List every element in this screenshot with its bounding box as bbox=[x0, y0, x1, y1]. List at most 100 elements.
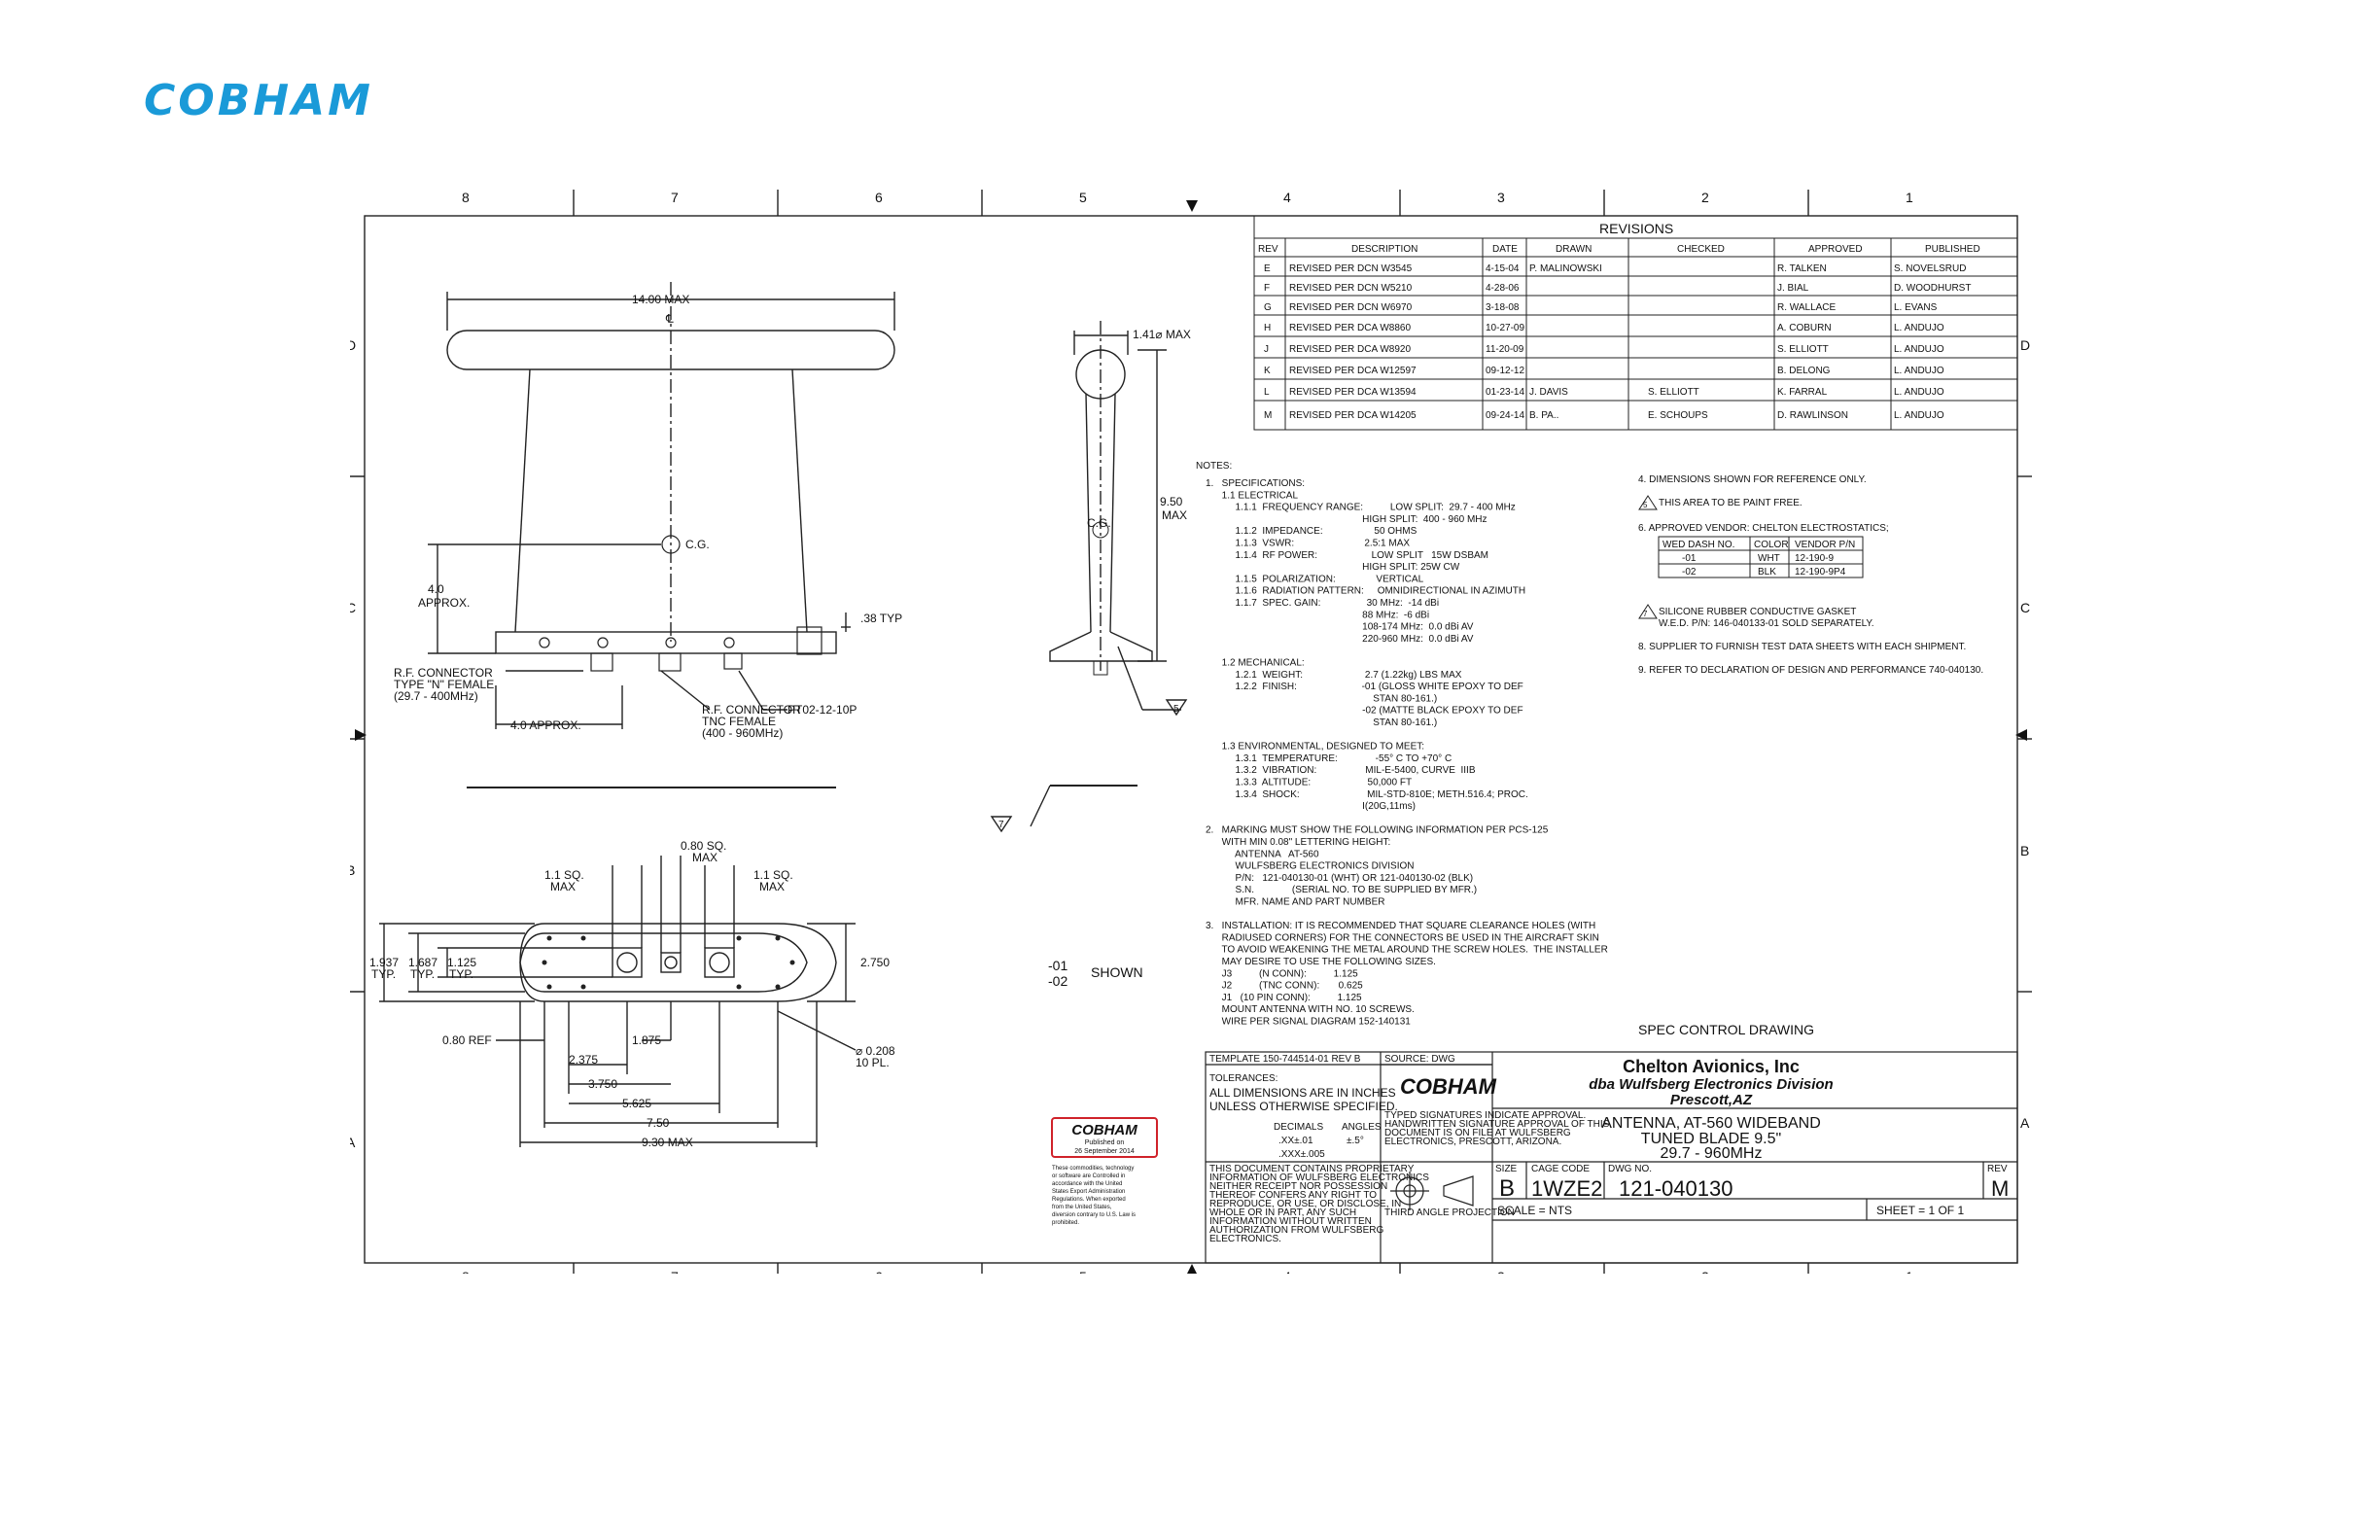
note-line: MFR. NAME AND PART NUMBER bbox=[1206, 897, 1384, 908]
signature-line: ELECTRONICS, PRESCOTT, ARIZONA. bbox=[1384, 1137, 1561, 1147]
zone-col-3: 3 bbox=[1497, 190, 1505, 205]
drawing-title-3: 29.7 - 960MHz bbox=[1661, 1145, 1763, 1162]
revision-cell: M bbox=[1264, 410, 1272, 421]
note-line: P/N: 121-040130-01 (WHT) OR 121-040130-0… bbox=[1206, 873, 1473, 884]
revision-cell: 3-18-08 bbox=[1486, 302, 1520, 313]
revision-cell: REVISED PER DCN W5210 bbox=[1289, 283, 1413, 294]
revision-cell: R. WALLACE bbox=[1777, 302, 1837, 313]
note-line: S.N. (SERIAL NO. TO BE SUPPLIED BY MFR.) bbox=[1206, 885, 1477, 895]
note-5: THIS AREA TO BE PAINT FREE. bbox=[1659, 498, 1802, 508]
revision-cell: L. ANDUJO bbox=[1894, 323, 1944, 333]
note-line: TO AVOID WEAKENING THE METAL AROUND THE … bbox=[1206, 945, 1608, 956]
note-line: 1.3.2 VIBRATION: MIL-E-5400, CURVE IIIB bbox=[1206, 765, 1476, 776]
zone-col-4-bottom: 4 bbox=[1283, 1269, 1291, 1274]
revision-cell: K. FARRAL bbox=[1777, 387, 1828, 398]
dim-1125: 1.125 bbox=[447, 956, 476, 969]
revision-cell: R. TALKEN bbox=[1777, 263, 1827, 274]
title-block-logo: COBHAM bbox=[1400, 1074, 1497, 1099]
dim-diameter: 1.41⌀ MAX bbox=[1133, 328, 1191, 341]
revision-cell: L. EVANS bbox=[1894, 302, 1938, 313]
rf-connector-n-range: (29.7 - 400MHz) bbox=[394, 689, 478, 703]
cage-value: 1WZE2 bbox=[1531, 1176, 1602, 1201]
title-block: SPEC CONTROL DRAWING TEMPLATE 150-744514… bbox=[1205, 1022, 2018, 1264]
revisions-table: REVISIONS REV DESCRIPTION DATE DRAWN CHE… bbox=[1253, 215, 2018, 431]
stamp-line: prohibited. bbox=[1052, 1220, 1079, 1226]
tol-xxx: .XXX±.005 bbox=[1278, 1149, 1325, 1160]
revision-cell: B. DELONG bbox=[1777, 366, 1831, 376]
note-line: 1. SPECIFICATIONS: bbox=[1206, 478, 1305, 489]
dwg-number: 121-040130 bbox=[1619, 1176, 1732, 1201]
note-line: STAN 80-161.) bbox=[1206, 718, 1437, 728]
revision-cell: 4-15-04 bbox=[1486, 263, 1520, 274]
note-line: STAN 80-161.) bbox=[1206, 693, 1437, 704]
note-line: 1.1.1 FREQUENCY RANGE: LOW SPLIT: 29.7 -… bbox=[1206, 503, 1516, 513]
rf-connector-n-label: R.F. CONNECTOR bbox=[394, 666, 493, 680]
dim-1687: 1.687 bbox=[408, 956, 438, 969]
typ-3: TYP. bbox=[449, 967, 473, 981]
zone-row-b: B bbox=[350, 862, 355, 878]
note-line: I(20G,11ms) bbox=[1206, 801, 1416, 812]
revision-cell: E. SCHOUPS bbox=[1648, 410, 1708, 421]
note-flag-7: 7 bbox=[998, 820, 1004, 830]
zone-col-1-bottom: 1 bbox=[1906, 1269, 1913, 1274]
revision-cell: L bbox=[1264, 387, 1270, 398]
dim-750: 7.50 bbox=[647, 1116, 670, 1130]
note-line: 1.1.2 IMPEDANCE: 50 OHMS bbox=[1206, 526, 1418, 537]
revision-cell: S. ELLIOTT bbox=[1777, 344, 1829, 355]
template-number: TEMPLATE 150-744514-01 REV B bbox=[1209, 1054, 1361, 1065]
vendor-row-1-dash: -01 bbox=[1682, 553, 1697, 564]
vendor-row-2-color: BLK bbox=[1758, 567, 1776, 578]
tolerances-units: ALL DIMENSIONS ARE IN INCHES bbox=[1209, 1086, 1396, 1100]
dim-sq080-max: MAX bbox=[692, 851, 718, 864]
tolerances-title: TOLERANCES: bbox=[1209, 1073, 1278, 1084]
proprietary-line: AUTHORIZATION FROM WULFSBERG bbox=[1209, 1225, 1383, 1236]
rev-col-date: DATE bbox=[1492, 244, 1518, 255]
revision-cell: G bbox=[1264, 302, 1272, 313]
note-line: MOUNT ANTENNA WITH NO. 10 SCREWS. bbox=[1206, 1004, 1415, 1015]
note-line: 1.1.7 SPEC. GAIN: 30 MHz: -14 dBi bbox=[1206, 598, 1439, 609]
stamp-line: These commodities, technology bbox=[1052, 1166, 1134, 1172]
revision-cell: J bbox=[1264, 344, 1269, 355]
stamp-line: accordance with the United bbox=[1052, 1181, 1122, 1187]
note-line: WITH MIN 0.08" LETTERING HEIGHT: bbox=[1206, 837, 1390, 848]
company-name: Chelton Avionics, Inc bbox=[1623, 1057, 1800, 1076]
revision-cell: K bbox=[1264, 366, 1271, 376]
drawing-title-2: TUNED BLADE 9.5" bbox=[1641, 1131, 1781, 1147]
bottom-view: 0.80 SQ. MAX 1.1 SQ. MAX 1.1 SQ. MAX 1.9… bbox=[369, 839, 1143, 1149]
dim-2750: 2.750 bbox=[860, 956, 890, 969]
note-line: 1.3.4 SHOCK: MIL-STD-810E; METH.516.4; P… bbox=[1206, 789, 1528, 800]
size-value: B bbox=[1499, 1175, 1515, 1202]
proprietary-line: THEREOF CONFERS ANY RIGHT TO bbox=[1209, 1190, 1377, 1201]
centerline-mark: ℄ bbox=[665, 312, 674, 326]
revision-cell: 01-23-14 bbox=[1486, 387, 1524, 398]
zone-col-4: 4 bbox=[1283, 190, 1291, 205]
dim-1937: 1.937 bbox=[369, 956, 399, 969]
dim-sq11-right: 1.1 SQ. bbox=[753, 868, 793, 882]
cg-symbol bbox=[661, 535, 681, 554]
note-line: J2 (TNC CONN): 0.625 bbox=[1206, 981, 1363, 992]
zone-row-d: D bbox=[350, 337, 356, 353]
note-line: 2. MARKING MUST SHOW THE FOLLOWING INFOR… bbox=[1206, 825, 1549, 836]
dim-height: 4.0 bbox=[428, 582, 444, 596]
note-line: 1.1.3 VSWR: 2.5:1 MAX bbox=[1206, 539, 1410, 549]
revision-cell: REVISED PER DCN W6970 bbox=[1289, 302, 1413, 313]
dim-sq080: 0.80 SQ. bbox=[681, 839, 726, 853]
dim-height-note: APPROX. bbox=[418, 596, 470, 610]
cage-label: CAGE CODE bbox=[1531, 1164, 1590, 1174]
note-line: 108-174 MHz: 0.0 dBi AV bbox=[1206, 622, 1474, 633]
dim-side-height: 9.50 bbox=[1160, 495, 1183, 508]
dim-930: 9.30 MAX bbox=[642, 1136, 693, 1149]
zone-col-2: 2 bbox=[1701, 190, 1709, 205]
rev-col-checked: CHECKED bbox=[1677, 244, 1725, 255]
zone-row-a-right: A bbox=[2020, 1115, 2030, 1131]
proprietary-line: INFORMATION OF WULFSBERG ELECTRONICS bbox=[1209, 1172, 1429, 1183]
dim-typ: .38 TYP bbox=[860, 612, 902, 625]
notes-title: NOTES: bbox=[1196, 461, 1232, 472]
vendor-col-dash: WED DASH NO. bbox=[1662, 540, 1734, 550]
rf-connector-tnc-type: TNC FEMALE bbox=[702, 715, 776, 728]
dim-width: 14.00 MAX bbox=[632, 293, 689, 306]
stamp-line: or software are Controlled in bbox=[1052, 1173, 1125, 1179]
decimals-label: DECIMALS bbox=[1274, 1122, 1323, 1133]
